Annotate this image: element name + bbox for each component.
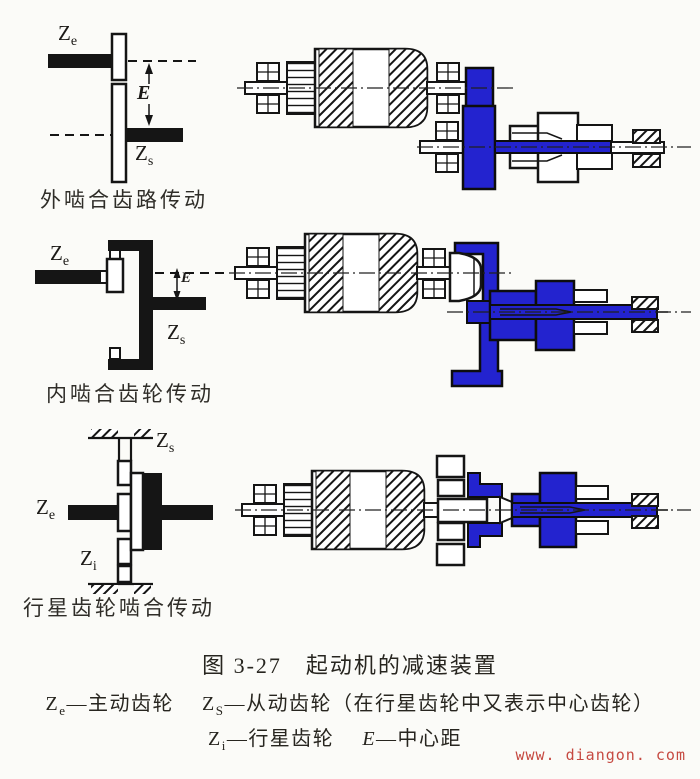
schematic-external-gear <box>48 32 196 184</box>
label-ze-planetary: Ze <box>36 495 56 524</box>
label-e-internal: E <box>181 270 192 286</box>
caption-internal-gear: 内啮合齿轮传动 <box>46 382 214 406</box>
label-zi-planetary: Zi <box>80 546 97 575</box>
label-zs-internal: Zs <box>167 320 186 349</box>
schematic-internal-gear <box>35 240 230 370</box>
drawing-internal-gear-starter <box>229 234 691 388</box>
caption-planetary-gear: 行星齿轮啮合传动 <box>23 596 215 620</box>
site-watermark: www. diangon. com <box>515 746 686 764</box>
drawing-planetary-gear-starter <box>235 454 691 567</box>
legend-e: E—中心距 <box>362 728 463 750</box>
legend-zi: Zi—行星齿轮 <box>207 728 335 753</box>
figure-title: 图 3-27 起动机的减速装置 <box>202 653 498 678</box>
label-ze-internal: Ze <box>50 241 70 270</box>
legend-ze: Ze—主动齿轮 <box>45 693 175 718</box>
caption-external-gear: 外啮合齿路传动 <box>40 188 208 212</box>
legend-zs: ZS—从动齿轮（在行星齿轮中又表示中心齿轮） <box>202 693 655 718</box>
legend-line-1: Ze—主动齿轮 ZS—从动齿轮（在行星齿轮中又表示中心齿轮） <box>0 687 700 718</box>
label-ze-external: Ze <box>58 21 78 50</box>
schematic-planetary-gear <box>68 429 213 594</box>
legend-line-2: Zi—行星齿轮 E—中心距 <box>0 722 700 753</box>
label-zs-planetary: Zs <box>156 428 175 457</box>
drawing-external-gear-starter <box>237 49 691 191</box>
label-zs-external: Zs <box>135 141 154 170</box>
label-e-external: E <box>137 82 151 104</box>
